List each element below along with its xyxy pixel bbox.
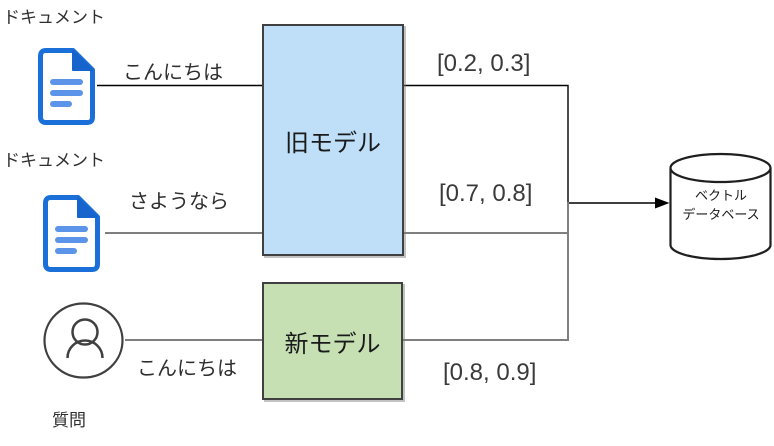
vector-value-question: [0.8, 0.9] [443, 359, 537, 386]
database-label-line2: データベース [682, 206, 760, 222]
database-icon [669, 152, 772, 261]
database-label: ベクトル データベース [668, 187, 774, 225]
new-model-label: 新モデル [284, 330, 381, 358]
vector-value-doc2: [0.7, 0.8] [439, 180, 533, 207]
document-fold-corner [77, 197, 99, 218]
database-label-line1: ベクトル [694, 188, 747, 203]
connector-old-model-to-database [404, 84, 657, 204]
old-model-box: 旧モデル [262, 24, 404, 256]
document-1-text: こんにちは [123, 62, 223, 84]
question-label: 質問 [52, 411, 86, 430]
document-icon [38, 48, 95, 125]
document-2-text: さようなら [129, 191, 229, 213]
document-1-label: ドキュメント [3, 8, 105, 27]
person-icon [43, 302, 124, 379]
vector-value-doc1: [0.2, 0.3] [437, 50, 531, 77]
document-fold-corner [72, 50, 94, 71]
new-model-box: 新モデル [262, 282, 403, 400]
arrow-head-icon [655, 197, 670, 209]
old-model-label: 旧モデル [285, 129, 381, 157]
document-icon [43, 195, 100, 272]
document-2-label: ドキュメント [3, 151, 105, 170]
question-text: こんにちは [137, 358, 237, 380]
